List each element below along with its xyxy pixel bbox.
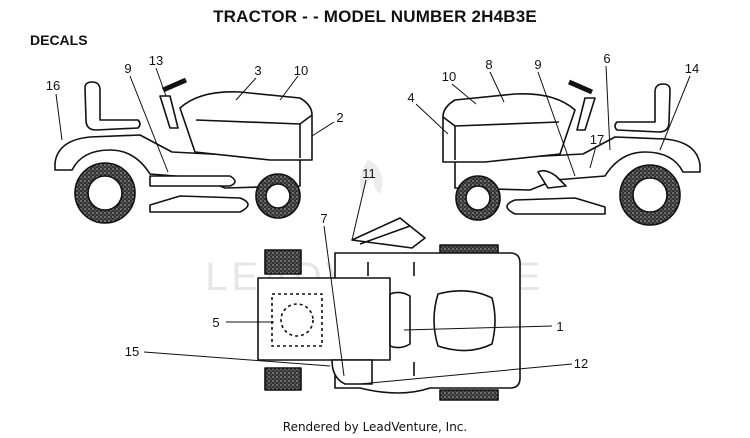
right-tractor-body: [454, 136, 701, 191]
callout-8: 8: [485, 57, 492, 72]
callout-labels: 16 9 13 3 10 2 10 8 9 6 14 4 17 11 7 5 1…: [46, 51, 699, 371]
top-left-wheel-upper: [264, 249, 302, 275]
callout-2: 2: [336, 110, 343, 125]
tractor-right-side-view: [442, 79, 701, 226]
top-hood: [257, 277, 391, 361]
callout-3: 3: [254, 63, 261, 78]
left-steering-column: [159, 95, 179, 129]
left-tractor-hood: [179, 91, 313, 161]
leader-lines: [55, 65, 691, 385]
callout-16: 16: [46, 78, 60, 93]
callout-14: 14: [685, 61, 699, 76]
top-right-wheel-lower: [439, 389, 499, 401]
footer-credit: Rendered by LeadVenture, Inc.: [282, 420, 468, 434]
diagram-title: TRACTOR - - MODEL NUMBER 2H4B3E: [213, 7, 537, 26]
top-footrest: [331, 359, 373, 385]
callout-17: 17: [590, 132, 604, 147]
tractor-left-side-view: [54, 77, 313, 224]
tractor-top-view: [257, 217, 521, 401]
watermark-flame-icon: [359, 160, 383, 198]
left-tractor-body: [54, 134, 301, 189]
left-footrest: [149, 175, 236, 187]
callout-6: 6: [603, 51, 610, 66]
callout-10-left: 10: [294, 63, 308, 78]
top-rear-fender: [433, 290, 496, 352]
callout-13: 13: [149, 53, 163, 68]
callout-1: 1: [556, 319, 563, 334]
right-tractor-seat: [614, 83, 671, 133]
top-left-wheel-lower: [264, 367, 302, 391]
callout-9-left: 9: [124, 61, 131, 76]
right-mower-deck: [506, 197, 606, 215]
callout-7: 7: [320, 211, 327, 226]
callout-10-right: 10: [442, 69, 456, 84]
callout-15: 15: [125, 344, 139, 359]
top-engine-outline: [271, 293, 323, 347]
left-steering-wheel: [162, 77, 187, 93]
callout-4: 4: [407, 90, 414, 105]
right-steering-wheel: [568, 79, 593, 95]
callout-9-right: 9: [534, 57, 541, 72]
callout-12: 12: [574, 356, 588, 371]
right-steering-column: [576, 97, 596, 131]
left-mower-deck: [149, 195, 249, 213]
left-tractor-seat: [84, 81, 141, 131]
callout-5: 5: [212, 315, 219, 330]
section-label: DECALS: [30, 32, 88, 48]
top-dash: [389, 291, 411, 349]
right-pedal: [537, 169, 567, 189]
callout-11: 11: [362, 166, 376, 181]
right-tractor-hood: [442, 93, 576, 163]
